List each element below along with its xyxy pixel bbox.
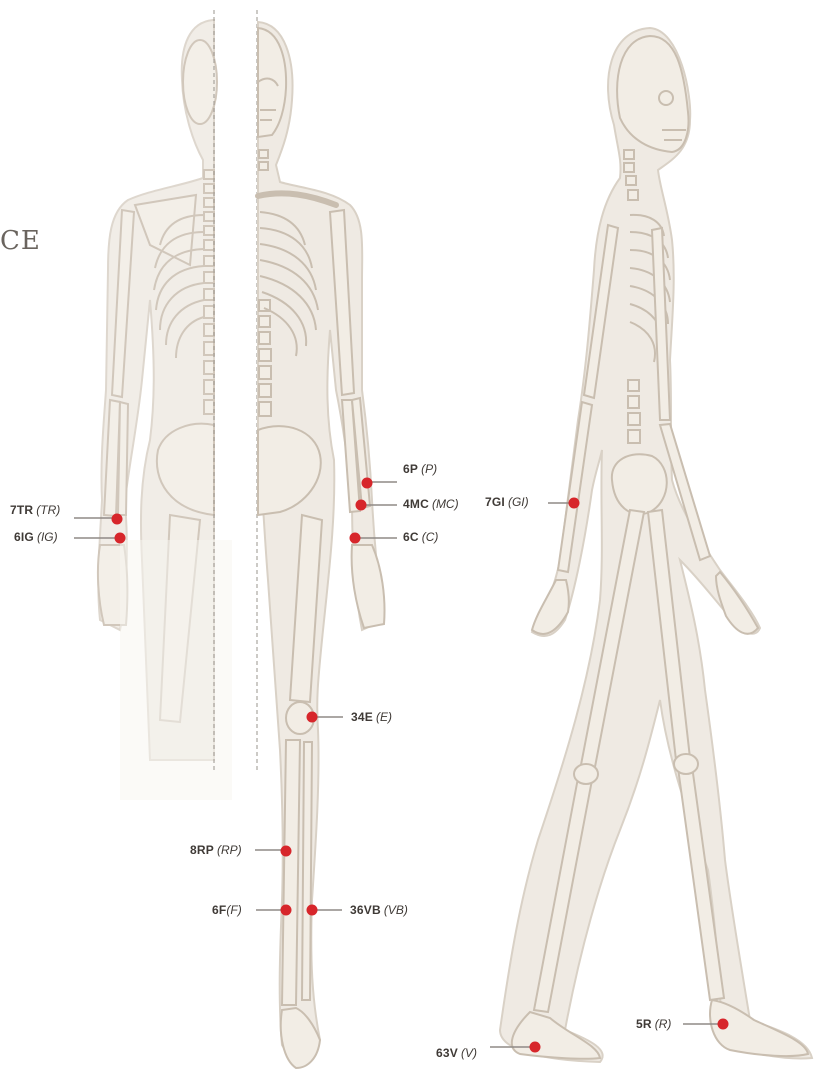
label-5R: 5R(R) bbox=[636, 1017, 671, 1031]
label-code: 36VB bbox=[350, 903, 381, 917]
point-8RP[interactable] bbox=[281, 846, 292, 857]
label-code: 63V bbox=[436, 1046, 458, 1060]
side-back-kneecap bbox=[574, 764, 598, 784]
label-code: 8RP bbox=[190, 843, 214, 857]
label-7TR: 7TR(TR) bbox=[10, 503, 60, 517]
label-code: 6C bbox=[403, 530, 419, 544]
side-front-kneecap bbox=[674, 754, 698, 774]
label-meridian: V bbox=[465, 1046, 473, 1060]
label-meridian: GI bbox=[512, 495, 525, 509]
label-meridian-suffix: ) bbox=[525, 495, 529, 509]
label-meridian-suffix: ) bbox=[433, 462, 437, 476]
label-meridian: P bbox=[425, 462, 433, 476]
label-code: 6IG bbox=[14, 530, 34, 544]
label-6IG: 6IG(IG) bbox=[14, 530, 58, 544]
label-meridian-suffix: ) bbox=[56, 503, 60, 517]
label-code: 7TR bbox=[10, 503, 33, 517]
point-7TR[interactable] bbox=[112, 514, 123, 525]
label-36VB: 36VB(VB) bbox=[350, 903, 408, 917]
label-meridian-suffix: ) bbox=[473, 1046, 477, 1060]
front-lower-leg-bones bbox=[282, 740, 312, 1005]
side-front-hand bbox=[716, 572, 758, 634]
label-meridian-suffix: ) bbox=[455, 497, 459, 511]
label-meridian-suffix: ) bbox=[388, 710, 392, 724]
label-34E: 34E(E) bbox=[351, 710, 392, 724]
point-7GI[interactable] bbox=[569, 498, 580, 509]
label-meridian-suffix: ) bbox=[667, 1017, 671, 1031]
point-6F[interactable] bbox=[281, 905, 292, 916]
point-36VB[interactable] bbox=[307, 905, 318, 916]
label-meridian: VB bbox=[388, 903, 404, 917]
side-pelvis bbox=[612, 454, 667, 514]
label-meridian-suffix: ) bbox=[238, 903, 242, 917]
skull-back bbox=[183, 40, 217, 124]
point-4MC[interactable] bbox=[356, 500, 367, 511]
label-meridian: RP bbox=[221, 843, 238, 857]
label-code: 34E bbox=[351, 710, 373, 724]
label-code: 5R bbox=[636, 1017, 652, 1031]
point-5R[interactable] bbox=[718, 1019, 729, 1030]
label-6F: 6F(F) bbox=[212, 903, 242, 917]
label-code: 6F bbox=[212, 903, 226, 917]
point-34E[interactable] bbox=[307, 712, 318, 723]
label-8RP: 8RP(RP) bbox=[190, 843, 242, 857]
label-meridian-suffix: ) bbox=[54, 530, 58, 544]
label-code: 7GI bbox=[485, 495, 505, 509]
label-code: 4MC bbox=[403, 497, 429, 511]
label-6P: 6P(P) bbox=[403, 462, 437, 476]
label-meridian: F bbox=[230, 903, 237, 917]
point-6P[interactable] bbox=[362, 478, 373, 489]
point-63V[interactable] bbox=[530, 1042, 541, 1053]
label-7GI: 7GI(GI) bbox=[485, 495, 529, 509]
label-meridian: IG bbox=[41, 530, 54, 544]
label-code: 6P bbox=[403, 462, 418, 476]
side-back-hand bbox=[532, 580, 569, 634]
front-hand bbox=[352, 545, 385, 628]
label-6C: 6C(C) bbox=[403, 530, 438, 544]
point-6IG[interactable] bbox=[115, 533, 126, 544]
label-meridian: E bbox=[380, 710, 388, 724]
label-meridian-suffix: ) bbox=[238, 843, 242, 857]
point-6C[interactable] bbox=[350, 533, 361, 544]
side-view-figure bbox=[500, 28, 812, 1062]
label-meridian: MC bbox=[436, 497, 455, 511]
label-meridian-suffix: ) bbox=[404, 903, 408, 917]
label-meridian-suffix: ) bbox=[434, 530, 438, 544]
back-view-figure bbox=[98, 20, 232, 800]
label-meridian: TR bbox=[40, 503, 56, 517]
label-63V: 63V(V) bbox=[436, 1046, 477, 1060]
label-4MC: 4MC(MC) bbox=[403, 497, 459, 511]
